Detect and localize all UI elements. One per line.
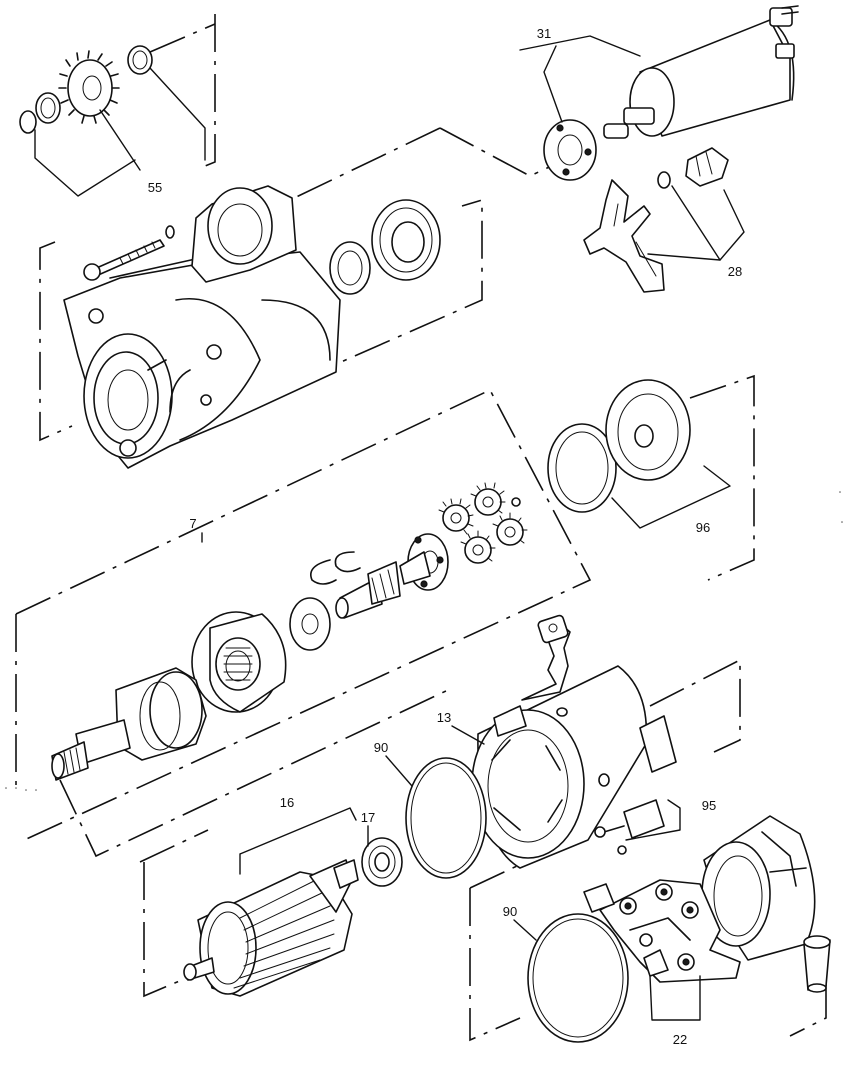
- leader-13: [451, 725, 485, 745]
- callout-96: 96: [696, 520, 710, 535]
- overrunning-clutch-shaft: [51, 667, 207, 781]
- leader-16: [239, 807, 357, 875]
- leader-22: [649, 975, 701, 1021]
- scan-specks: [5, 491, 843, 791]
- callout-90-lower: 90: [503, 904, 517, 919]
- leader-90-upper: [385, 755, 413, 787]
- leader-95: [625, 799, 681, 841]
- snap-ring: [19, 110, 37, 134]
- o-ring-lower: 90: [503, 904, 629, 1043]
- brush-holder-assembly: 22: [583, 879, 741, 1047]
- lever-spring: [657, 171, 671, 189]
- planet-carrier-shaft: [335, 533, 449, 619]
- brush-and-lead: 95: [594, 798, 716, 855]
- thrust-collar: [35, 92, 61, 124]
- leader-31: [519, 35, 641, 57]
- e-ring: [310, 559, 337, 585]
- dust-cover-ring: [547, 423, 617, 513]
- thrust-washer: [289, 597, 331, 651]
- drive-end-housing: [63, 185, 441, 469]
- terminal-bolt: [769, 7, 793, 27]
- pinion-gear: [58, 50, 120, 124]
- magnetic-switch: 31: [519, 5, 799, 181]
- leader-55: [34, 129, 136, 197]
- lever-holder: [685, 147, 729, 187]
- drive-lever-assembly: 28: [583, 147, 745, 293]
- callout-17: 17: [361, 810, 375, 825]
- callout-13: 13: [437, 710, 451, 725]
- through-bolt: [83, 225, 175, 281]
- oil-seal: [329, 241, 371, 295]
- leader-28: [671, 185, 745, 261]
- stop-ring: [127, 45, 153, 75]
- rear-bearing: 17: [361, 810, 403, 887]
- leader-96: [611, 465, 731, 529]
- shift-lever: [583, 179, 665, 293]
- o-ring-upper: 90: [374, 740, 487, 879]
- callout-16: 16: [280, 795, 294, 810]
- callout-28: 28: [728, 264, 742, 279]
- bolt-washer: [165, 225, 175, 239]
- callout-22: 22: [673, 1032, 687, 1047]
- yoke-mount-bracket: [639, 715, 677, 773]
- armature: 16: [183, 795, 359, 997]
- yoke-assembly: 13: [437, 614, 677, 869]
- callout-55: 55: [148, 180, 162, 195]
- gasket: [543, 119, 597, 181]
- planetary-gears: [438, 482, 528, 564]
- pinion-gear-assembly: 55: [19, 45, 206, 197]
- center-plate: [605, 379, 691, 481]
- center-plate-set: 96: [547, 379, 731, 535]
- callout-90-upper: 90: [374, 740, 388, 755]
- callout-31: 31: [537, 26, 551, 41]
- internal-gear-housing: [191, 611, 287, 713]
- plunger: [603, 123, 629, 139]
- steel-ball: [511, 497, 521, 507]
- callout-95: 95: [702, 798, 716, 813]
- leader-90-lower: [513, 919, 537, 941]
- callout-7: 7: [189, 516, 196, 531]
- reduction-gear-assembly: 7: [51, 482, 528, 781]
- drive-bearing: [371, 199, 441, 281]
- commutator-end-cover: [701, 815, 816, 961]
- brush: [583, 883, 615, 913]
- bushing: [803, 935, 831, 993]
